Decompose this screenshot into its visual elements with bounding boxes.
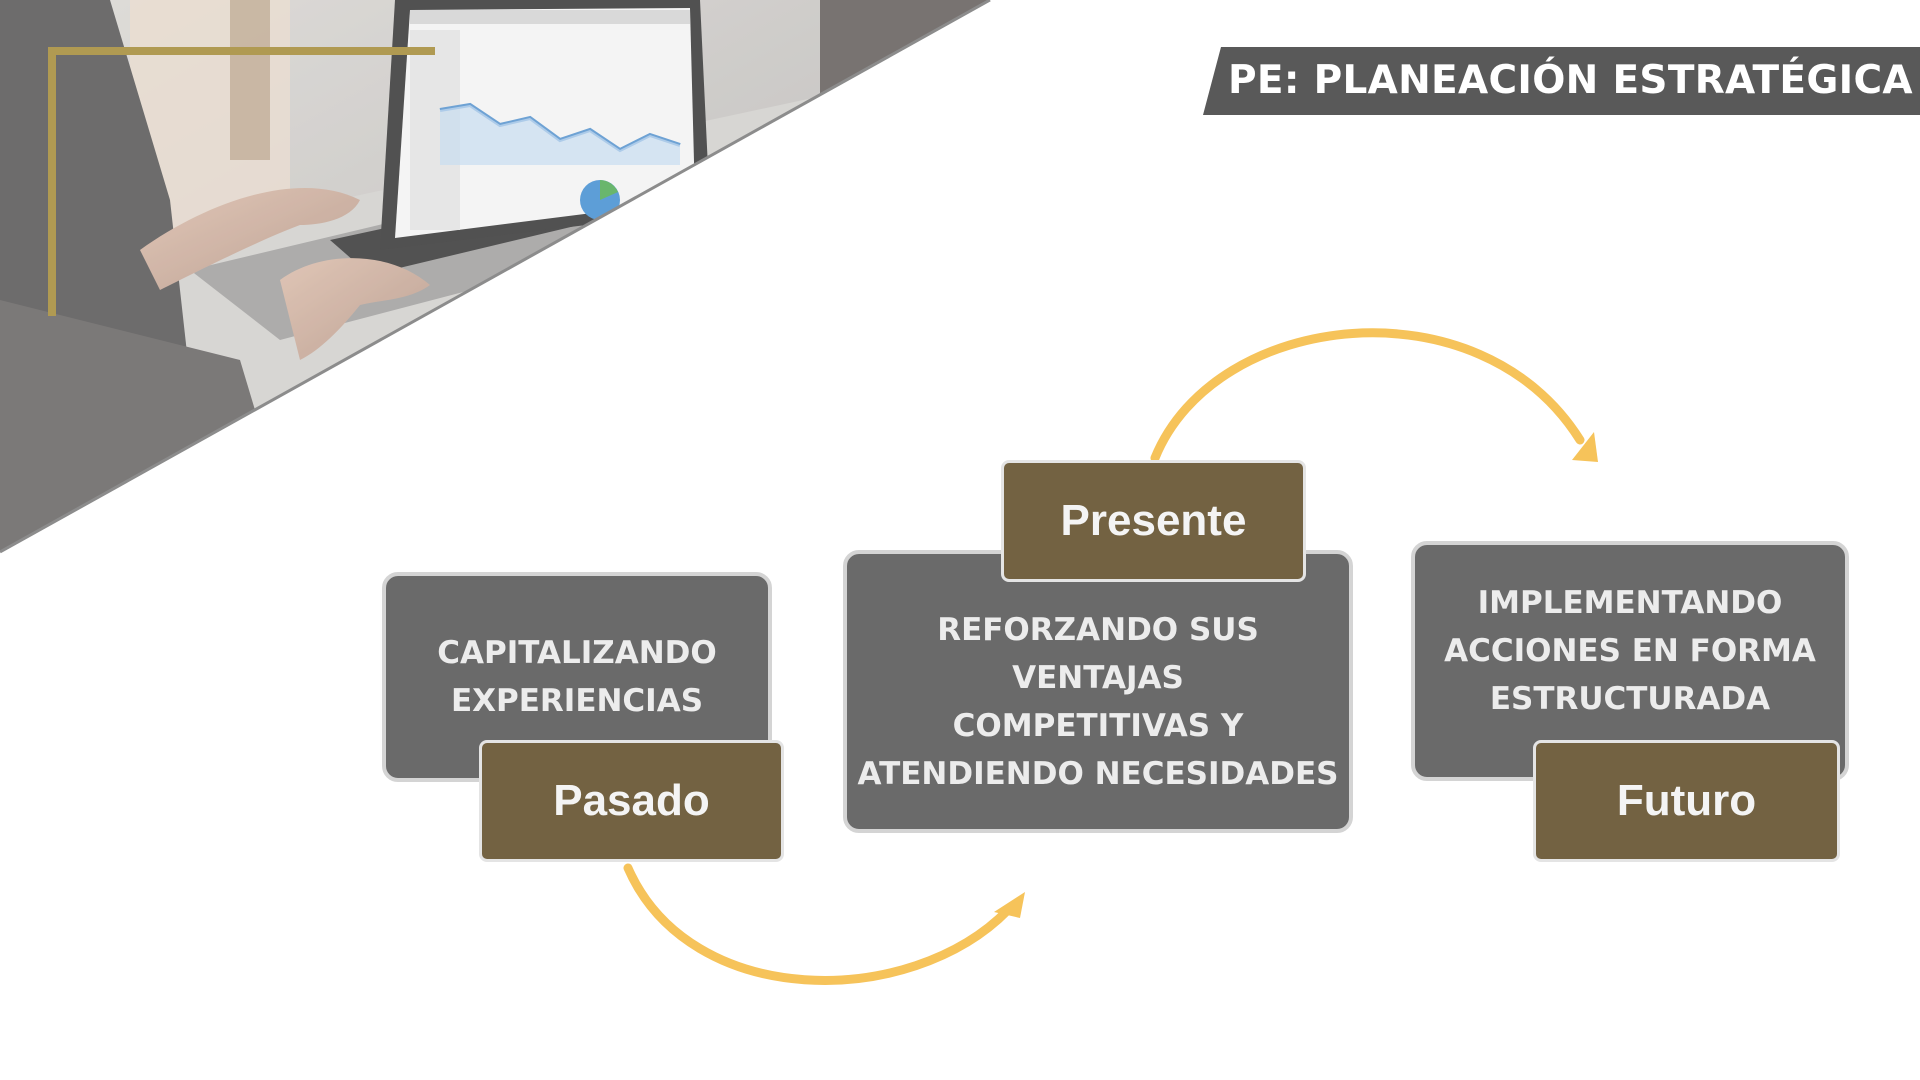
future-label-text: Futuro xyxy=(1616,776,1757,825)
future-label: Futuro xyxy=(1533,740,1840,862)
future-text: IMPLEMENTANDO ACCIONES EN FORMA ESTRUCTU… xyxy=(1444,585,1816,717)
arrow-present-to-future xyxy=(1150,328,1585,463)
past-label: Pasado xyxy=(479,740,784,862)
present-label-text: Presente xyxy=(1060,496,1247,545)
gold-corner-bracket xyxy=(48,47,435,316)
arrowhead-present xyxy=(994,892,1025,918)
arrowhead-future xyxy=(1572,432,1598,462)
present-box: REFORZANDO SUS VENTAJAS COMPETITIVAS Y A… xyxy=(843,550,1353,833)
page-title: PE: PLANEACIÓN ESTRATÉGICA xyxy=(1228,58,1913,103)
past-label-text: Pasado xyxy=(553,776,710,825)
title-banner xyxy=(1203,47,1920,115)
past-text: CAPITALIZANDO EXPERIENCIAS xyxy=(437,635,717,719)
present-label: Presente xyxy=(1001,460,1306,582)
present-text: REFORZANDO SUS VENTAJAS COMPETITIVAS Y A… xyxy=(857,611,1339,792)
arrow-past-to-present xyxy=(623,863,1013,985)
